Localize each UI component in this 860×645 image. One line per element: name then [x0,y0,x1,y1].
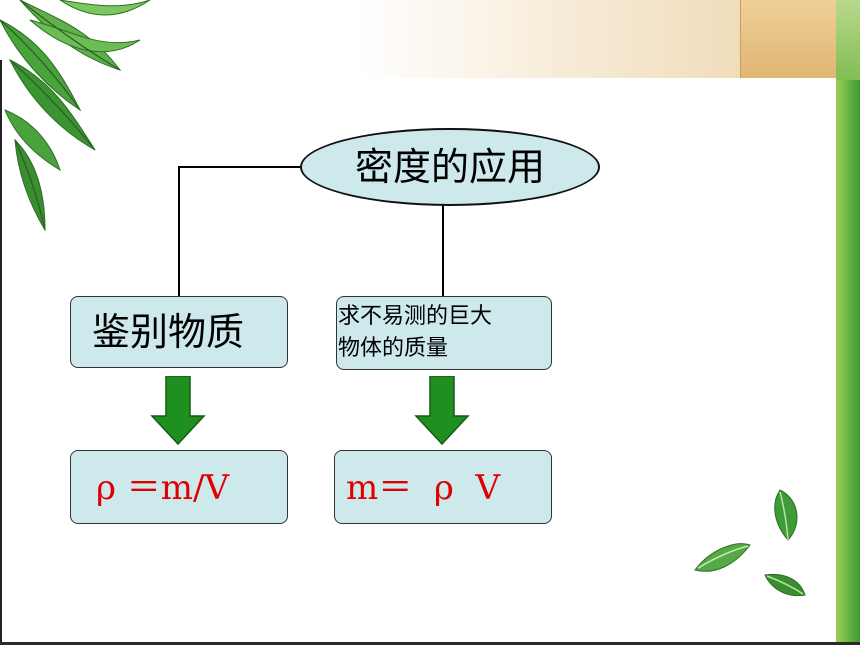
right-label-line-2: 物体的质量 [338,336,449,361]
right-label-line-1: 求不易测的巨大 [338,304,493,329]
left-label-text: 鉴别物质 [92,310,245,354]
diagram-title: 密度的应用 [354,145,545,189]
title-ellipse [300,128,600,206]
connector-right-vertical [442,205,444,296]
left-border-line [0,60,2,645]
top-right-tab [740,0,837,78]
connector-left-horizontal [178,166,302,168]
left-down-arrow-icon [150,376,206,446]
right-green-strip [836,80,860,645]
left-label-box [70,296,288,368]
connector-left-vertical [178,166,180,296]
right-formula-box [334,450,552,524]
left-formula-box [70,450,288,524]
right-label-box [336,296,552,370]
small-leaf-icon [694,489,806,597]
right-down-arrow-icon [414,376,470,446]
right-green-strip-top [836,0,860,80]
leaf-cluster-icon [0,0,151,232]
right-formula: m＝ ρ V [346,468,501,508]
bottom-border-line [0,642,860,645]
left-formula: ρ ＝m/V [96,468,230,508]
